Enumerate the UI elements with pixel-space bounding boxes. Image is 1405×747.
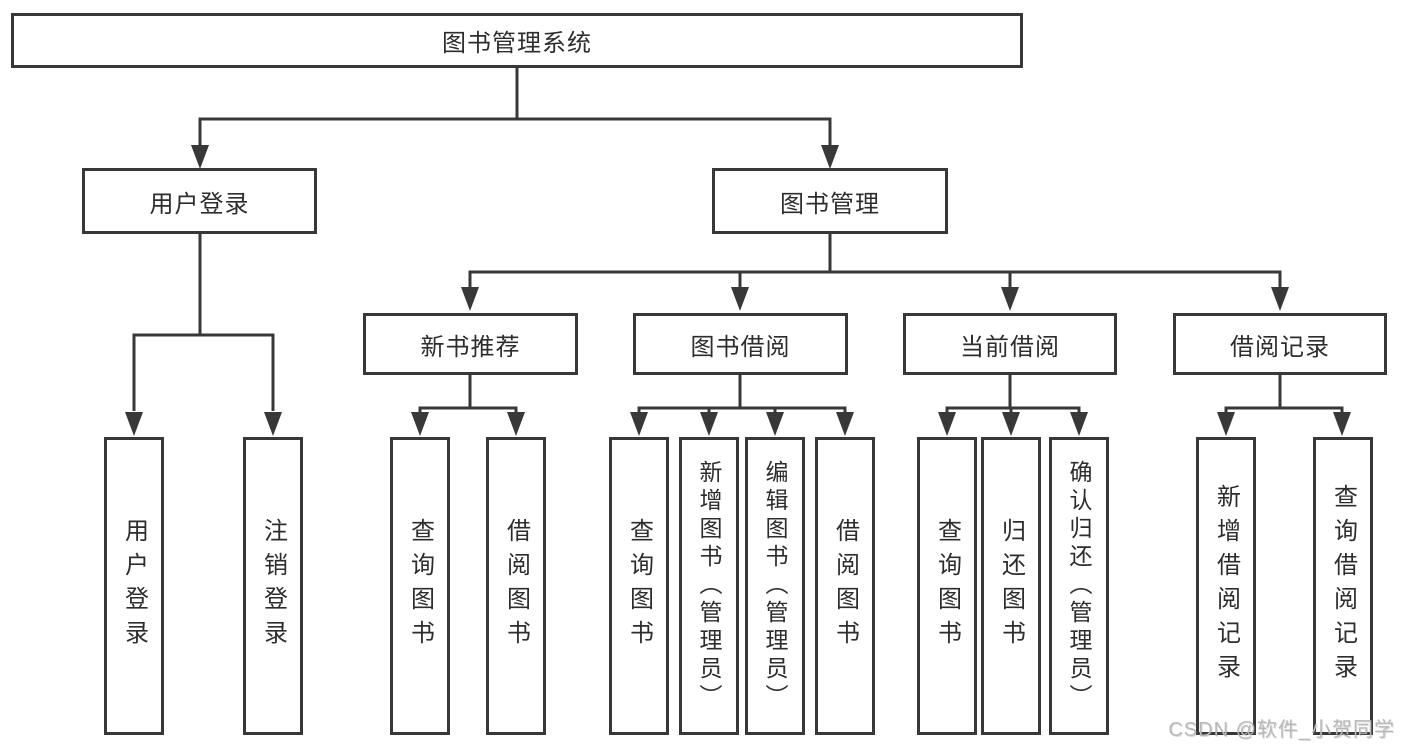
arrowhead xyxy=(836,412,854,436)
leaf-borrow-books-recommend: 借阅图书 xyxy=(486,437,546,735)
arrowhead xyxy=(821,145,839,169)
arrowhead xyxy=(766,412,784,436)
arrowhead xyxy=(125,412,143,436)
leaf-confirm-return-admin: 确认归还（管理员） xyxy=(1049,437,1109,735)
arrowhead xyxy=(1217,412,1235,436)
leaf-edit-books-admin: 编辑图书（管理员） xyxy=(745,437,805,735)
leaf-logout: 注销登录 xyxy=(243,437,303,735)
arrowhead xyxy=(191,145,209,169)
connector-current-borrow-branch xyxy=(945,406,1081,414)
leaf-add-borrow-record: 新增借阅记录 xyxy=(1196,437,1256,735)
connector-root-right xyxy=(515,68,832,147)
connector-root-left xyxy=(198,68,519,147)
arrowhead xyxy=(264,412,282,436)
arrowhead xyxy=(700,412,718,436)
node-book-borrow: 图书借阅 xyxy=(633,313,848,375)
arrowhead xyxy=(1333,412,1351,436)
node-book-mgmt: 图书管理 xyxy=(712,168,948,234)
node-root: 图书管理系统 xyxy=(11,13,1023,68)
leaf-query-books-recommend: 查询图书 xyxy=(390,437,450,735)
arrowhead xyxy=(507,412,525,436)
leaf-query-books-borrow: 查询图书 xyxy=(609,437,669,735)
leaf-query-borrow-record: 查询借阅记录 xyxy=(1313,437,1373,735)
leaf-borrow-books: 借阅图书 xyxy=(815,437,875,735)
arrowhead xyxy=(1070,412,1088,436)
connector-book-mgmt-branch xyxy=(468,270,1282,289)
node-new-books: 新书推荐 xyxy=(363,313,578,375)
arrowhead xyxy=(1271,287,1289,311)
node-user-login: 用户登录 xyxy=(82,168,317,234)
arrowhead xyxy=(411,412,429,436)
leaf-user-login: 用户登录 xyxy=(104,437,164,735)
arrowhead xyxy=(1002,412,1020,436)
node-current-borrow: 当前借阅 xyxy=(903,313,1117,375)
arrowhead xyxy=(1001,287,1019,311)
connector-book-borrow-branch xyxy=(637,406,847,414)
arrowhead xyxy=(731,287,749,311)
arrowhead xyxy=(461,287,479,311)
node-borrow-records: 借阅记录 xyxy=(1173,313,1387,375)
connector-user-login-branch xyxy=(132,333,275,411)
connector-new-books-branch xyxy=(418,406,518,414)
leaf-add-books-admin: 新增图书（管理员） xyxy=(679,437,739,735)
arrowhead xyxy=(630,412,648,436)
connector-borrow-records-branch xyxy=(1224,406,1344,414)
leaf-return-books: 归还图书 xyxy=(981,437,1041,735)
arrowhead xyxy=(938,412,956,436)
leaf-query-books-current: 查询图书 xyxy=(917,437,977,735)
